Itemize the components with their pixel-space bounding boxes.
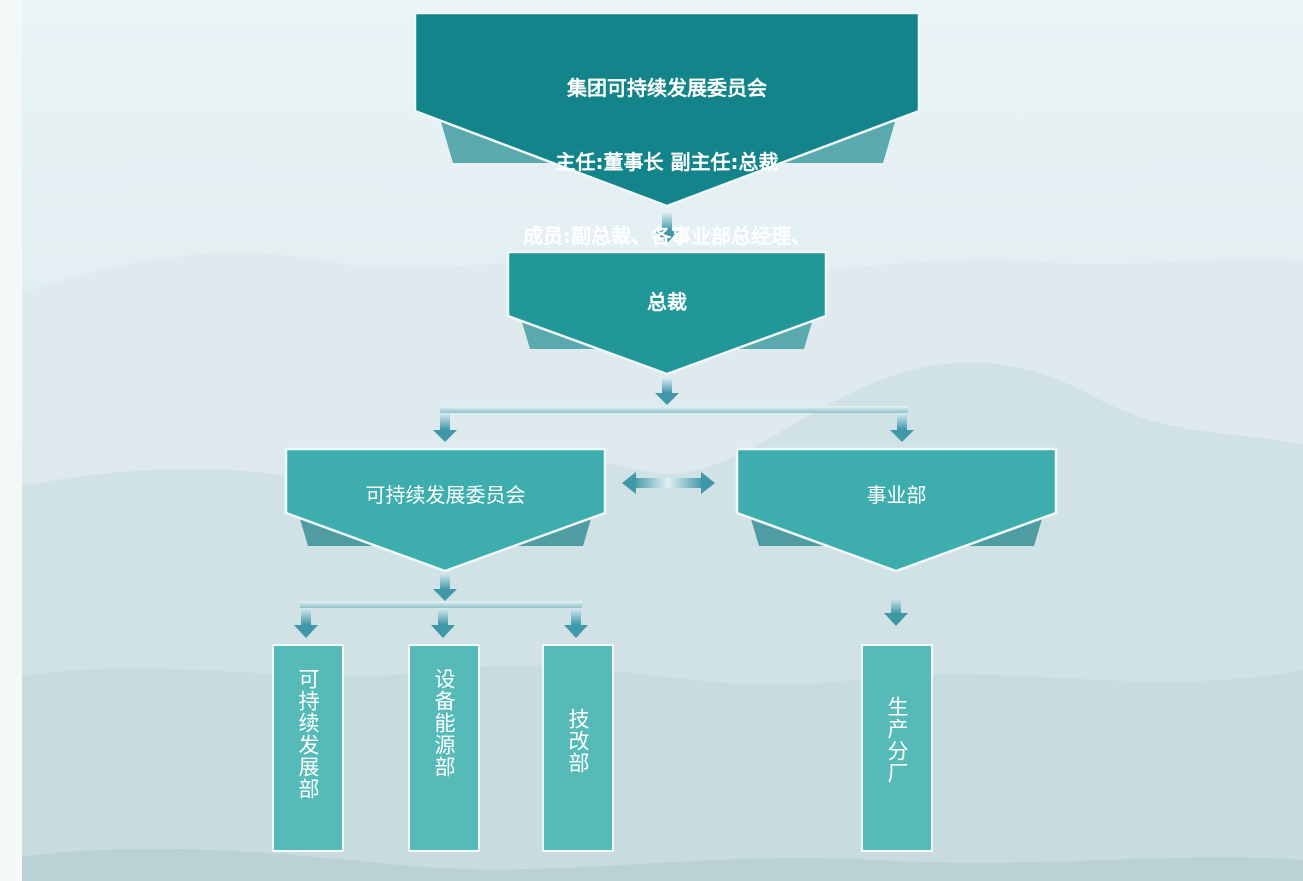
arrow-down bbox=[433, 573, 457, 601]
group-sustainability-committee-box: 集团可持续发展委员会 主任:董事长 副主任:总裁 成员:副总裁、各事业部总经理、… bbox=[413, 11, 921, 322]
double-arrow bbox=[622, 472, 715, 494]
arrow-down bbox=[433, 413, 457, 442]
committee-title: 集团可持续发展委员会 bbox=[567, 76, 767, 100]
arrow-down bbox=[655, 213, 679, 243]
arrow-down bbox=[890, 413, 914, 442]
committee-chairs: 主任:董事长 副主任:总裁 bbox=[555, 150, 779, 174]
arrow-down bbox=[431, 608, 455, 638]
sustainability-department-box: 可持续发展部 bbox=[272, 644, 344, 852]
left-edge-strip bbox=[0, 0, 22, 881]
president-label: 总裁 bbox=[647, 290, 687, 314]
president-box: 总裁 bbox=[506, 250, 828, 377]
sustainability-department-label: 可持续发展部 bbox=[296, 668, 320, 800]
tech-renovation-department-box: 技改部 bbox=[542, 644, 614, 852]
arrow-down bbox=[655, 378, 679, 405]
production-factory-label: 生产分厂 bbox=[885, 696, 909, 784]
production-factory-box: 生产分厂 bbox=[861, 644, 933, 852]
sustainability-committee-label: 可持续发展委员会 bbox=[365, 483, 526, 507]
sustainability-committee-box: 可持续发展委员会 bbox=[284, 447, 607, 574]
committee-members: 成员:副总裁、各事业部总经理、 bbox=[523, 224, 811, 248]
arrow-down bbox=[884, 598, 908, 626]
tech-renovation-department-label: 技改部 bbox=[566, 708, 590, 774]
arrow-down bbox=[294, 608, 318, 638]
branch-line bbox=[300, 601, 582, 608]
equipment-energy-department-box: 设备能源部 bbox=[408, 644, 480, 852]
business-unit-box: 事业部 bbox=[735, 447, 1058, 574]
equipment-energy-department-label: 设备能源部 bbox=[432, 668, 456, 778]
business-unit-label: 事业部 bbox=[866, 483, 927, 507]
arrow-down bbox=[564, 608, 588, 638]
branch-line bbox=[440, 406, 908, 413]
